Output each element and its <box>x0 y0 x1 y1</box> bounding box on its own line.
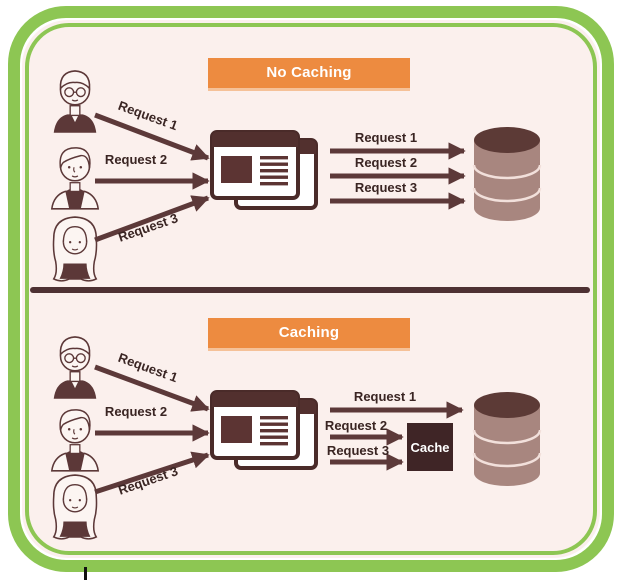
server-request-3-label: Request 3 <box>326 443 390 458</box>
user-avatar-icon <box>52 216 98 282</box>
database-cylinder-icon <box>472 392 542 486</box>
text-cursor-artifact <box>84 567 87 580</box>
user-avatar-5 <box>46 400 104 472</box>
browser-window-icon <box>210 390 318 470</box>
server-request-2-label: Request 2 <box>324 418 388 433</box>
section-divider <box>30 287 590 293</box>
no-caching-title-banner: No Caching <box>208 58 410 88</box>
client-request-2-label: Request 2 <box>104 152 168 167</box>
user-avatar-2 <box>46 138 104 210</box>
no-caching-section: No Caching <box>18 36 608 288</box>
database <box>472 390 542 488</box>
cache-label: Cache <box>410 439 450 455</box>
server-request-2-label: Request 2 <box>354 155 418 170</box>
user-avatar-icon <box>52 474 98 540</box>
caching-title-banner: Caching <box>208 318 410 348</box>
user-avatar-3 <box>46 212 104 284</box>
server-request-1-label: Request 1 <box>353 389 417 404</box>
browser-window-icon <box>210 130 318 210</box>
user-avatar-1 <box>46 62 104 134</box>
server-request-1-label: Request 1 <box>354 130 418 145</box>
cache-box: Cache <box>407 423 453 471</box>
user-avatar-icon <box>53 336 97 399</box>
database <box>472 125 542 223</box>
caching-section: Caching <box>18 296 608 548</box>
request-arrows <box>94 112 466 243</box>
web-server <box>210 130 322 216</box>
client-request-2-label: Request 2 <box>104 404 168 419</box>
user-avatar-icon <box>50 409 100 472</box>
request-arrows <box>94 364 464 495</box>
user-avatar-6 <box>46 470 104 542</box>
database-cylinder-icon <box>472 127 542 221</box>
user-avatar-icon <box>53 70 97 133</box>
server-request-3-label: Request 3 <box>354 180 418 195</box>
user-avatar-icon <box>50 147 100 210</box>
user-avatar-4 <box>46 328 104 400</box>
web-server <box>210 390 322 476</box>
